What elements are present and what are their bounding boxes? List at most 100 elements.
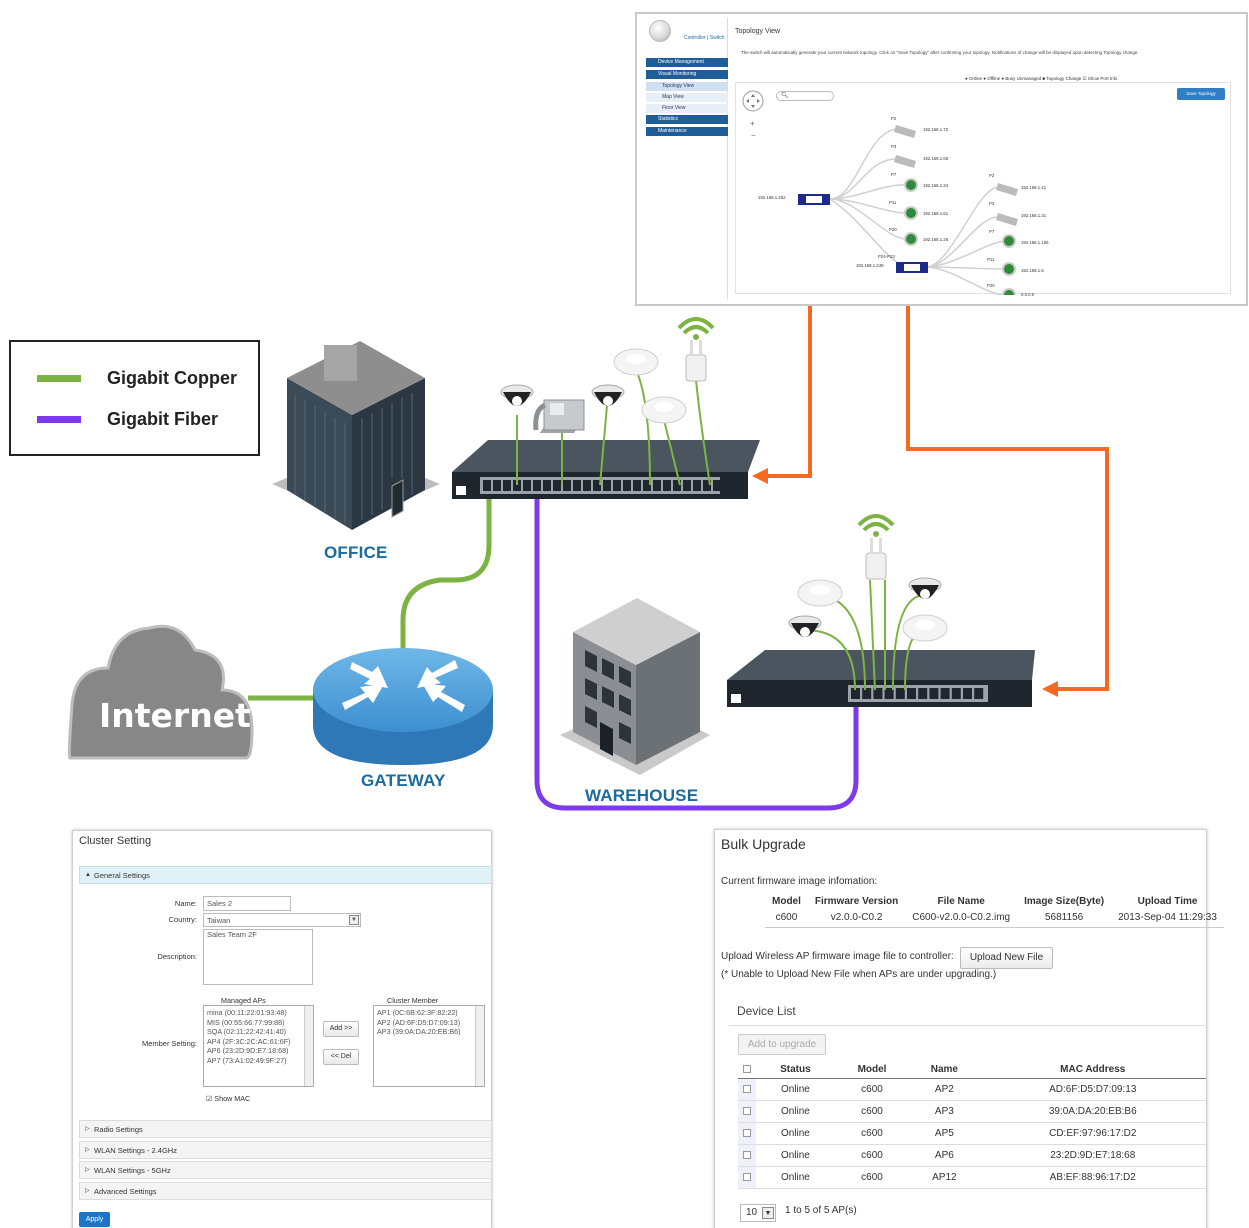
switch-port	[513, 480, 521, 491]
add-to-upgrade-button[interactable]: Add to upgrade	[738, 1034, 826, 1055]
name-input[interactable]: Sales 2	[203, 896, 291, 911]
collapsed-triangle-icon: ▷	[85, 1126, 90, 1132]
switch-port	[673, 480, 681, 491]
cluster-member-items: AP1 (0C:6B:62:3F:82:22)AP2 (AD:6F:D5:D7:…	[377, 1008, 481, 1037]
checkbox-icon[interactable]	[743, 1085, 751, 1094]
managed-ap-item[interactable]: mina (00:11:22:01:93:48)	[207, 1008, 287, 1017]
zoom-in-icon[interactable]: +	[750, 119, 755, 128]
scrollbar[interactable]	[475, 1006, 484, 1086]
warehouse-building	[560, 598, 710, 775]
cluster-title: Cluster Setting	[79, 835, 152, 847]
managed-ap-item[interactable]: AP6 (23:2D:9D:E7:18:68)	[207, 1046, 289, 1055]
menu-item-maintenance[interactable]: Maintenance	[646, 127, 728, 136]
description-textarea[interactable]: Sales Team 2F	[203, 929, 313, 985]
row-checkbox[interactable]	[738, 1100, 756, 1123]
table-cell: Online	[756, 1100, 835, 1123]
switch-port	[653, 480, 661, 491]
table-cell: CD:EF:97:96:17:D2	[979, 1122, 1206, 1145]
advanced-settings-header[interactable]: ▷Advanced Settings	[79, 1182, 492, 1200]
save-topology-button[interactable]: Save Topology	[1177, 88, 1225, 100]
table-cell: AP12	[909, 1166, 980, 1189]
wlan-5ghz-header[interactable]: ▷WLAN Settings - 5GHz	[79, 1161, 492, 1179]
upload-new-file-button[interactable]: Upload New File	[960, 947, 1053, 969]
cluster-member-item[interactable]: AP1 (0C:6B:62:3F:82:22)	[377, 1008, 458, 1017]
checkbox-icon[interactable]	[743, 1129, 751, 1138]
controller-switch-links[interactable]: Controller | Switch	[684, 35, 725, 41]
sortable-column-header[interactable]: Model	[834, 1061, 910, 1079]
topology-switch-1[interactable]	[798, 194, 830, 205]
country-select[interactable]: Taiwan ▼	[203, 913, 361, 927]
cluster-member-list[interactable]: AP1 (0C:6B:62:3F:82:22)AP2 (AD:6F:D5:D7:…	[373, 1005, 485, 1087]
managed-ap-item[interactable]: SQA (02:11:22:42:41:40)	[207, 1027, 286, 1036]
select-all-checkbox[interactable]	[738, 1061, 756, 1079]
menu-item-map-view[interactable]: Map View	[646, 93, 728, 102]
managed-ap-item[interactable]: AP7 (73:A1:02:49:9F:27)	[207, 1055, 287, 1065]
sortable-column-header[interactable]: MAC Address	[979, 1061, 1206, 1079]
managed-aps-list[interactable]: mina (00:11:22:01:93:48)MIS (00:55:66:77…	[203, 1005, 314, 1087]
table-cell: AP5	[909, 1122, 980, 1145]
row-checkbox[interactable]	[738, 1122, 756, 1145]
radio-settings-header[interactable]: ▷Radio Settings	[79, 1120, 492, 1138]
scrollbar[interactable]	[304, 1006, 313, 1086]
port-label: P2	[989, 173, 995, 178]
dropdown-arrow-icon[interactable]: ▼	[349, 915, 359, 925]
checkbox-icon[interactable]	[743, 1065, 751, 1074]
row-checkbox[interactable]	[738, 1078, 756, 1101]
general-settings-header[interactable]: ▲ General Settings	[79, 866, 492, 884]
menu-item-device-management[interactable]: Device Management	[646, 58, 728, 67]
topology-switch-2[interactable]	[896, 262, 928, 273]
topology-status-legend: ● Online ● Offline ● Busy Unmanaged ■ To…	[965, 76, 1118, 81]
topology-ap-nodes[interactable]	[904, 178, 1016, 295]
dropdown-arrow-icon[interactable]: ▼	[762, 1207, 774, 1219]
topology-search-input[interactable]: 🔍︎	[776, 91, 834, 101]
managed-ap-item[interactable]: AP4 (2F:3C:2C:AC:61:6F)	[207, 1036, 291, 1046]
topology-canvas[interactable]: + −	[735, 82, 1231, 297]
zoom-out-icon[interactable]: −	[751, 131, 756, 140]
managed-ap-item[interactable]: MIS (00:55:66:77:99:88)	[207, 1017, 285, 1027]
menu-item-visual-monitoring[interactable]: Visual Monitoring	[646, 70, 728, 79]
menu-item-topology-view[interactable]: Topology View	[646, 82, 728, 91]
menu-item-floor-view[interactable]: Floor View	[646, 104, 728, 113]
sortable-column-header[interactable]: Status	[756, 1061, 835, 1079]
switch-port	[862, 688, 872, 699]
checkbox-icon[interactable]	[743, 1151, 751, 1160]
apply-button[interactable]: Apply	[79, 1212, 110, 1227]
node-ip: 0.0.0.0	[1021, 292, 1035, 297]
switch-2-ip: 192.168.1.249	[856, 263, 884, 268]
delete-member-button[interactable]: << Del	[323, 1049, 359, 1065]
link-legend: Gigabit Copper Gigabit Fiber	[9, 340, 260, 456]
add-member-button[interactable]: Add >>	[323, 1021, 359, 1037]
pan-control-icon[interactable]	[742, 90, 764, 112]
table-cell: 5681156	[1017, 908, 1112, 928]
office-dome-camera-2	[591, 384, 625, 406]
copper-swatch	[37, 375, 81, 382]
collapsed-triangle-icon: ▷	[85, 1167, 90, 1173]
wlan-24ghz-header[interactable]: ▷WLAN Settings - 2.4GHz	[79, 1141, 492, 1159]
sortable-column-header[interactable]: Name	[909, 1061, 980, 1079]
show-mac-checkbox[interactable]: ☑ Show MAC	[206, 1094, 250, 1103]
page-size-select[interactable]: 10 ▼	[740, 1204, 776, 1222]
page-size-value: 10	[746, 1207, 758, 1218]
table-cell: 39:0A:DA:20:EB:B6	[979, 1100, 1206, 1123]
row-checkbox[interactable]	[738, 1166, 756, 1189]
menu-item-statistics[interactable]: Statistics	[646, 115, 728, 124]
table-cell: C600-v2.0.0-C0.2.img	[905, 908, 1018, 928]
table-cell: AP6	[909, 1144, 980, 1167]
checkbox-icon[interactable]	[743, 1173, 751, 1182]
port-label: P20	[889, 227, 897, 232]
general-settings-label: General Settings	[94, 871, 150, 880]
cluster-member-item[interactable]: AP2 (AD:6F:D5:D7:09:13)	[377, 1017, 461, 1027]
cluster-member-item[interactable]: AP3 (39:0A:DA:20:EB:B6)	[377, 1027, 461, 1036]
switch-port	[851, 688, 860, 699]
checkbox-icon[interactable]	[743, 1107, 751, 1116]
row-checkbox[interactable]	[738, 1144, 756, 1167]
topology-camera-nodes[interactable]	[894, 125, 1018, 226]
switch-port	[493, 480, 501, 491]
name-label: Name:	[174, 899, 197, 908]
